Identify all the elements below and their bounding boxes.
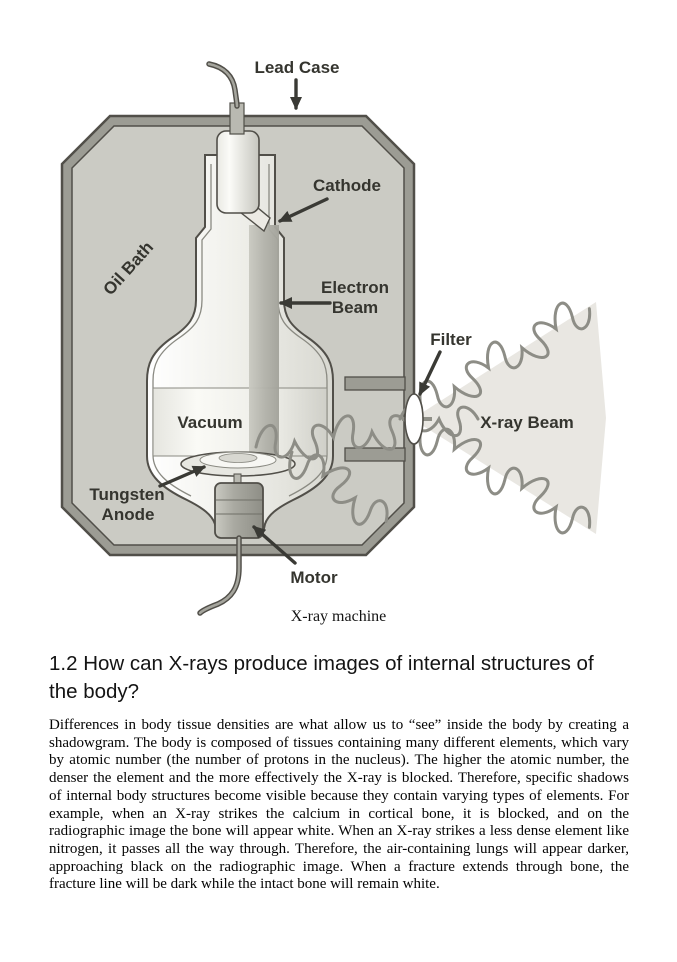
xray-machine-figure: Lead Case Cathode Oil Bath Electron Beam…	[60, 58, 606, 625]
wave-inside-upper	[254, 414, 413, 461]
electron-beam-label-line1: Electron	[321, 278, 389, 297]
callout-arrows	[158, 78, 442, 565]
filter-label: Filter	[430, 330, 472, 349]
tungsten-anode-label-line1: Tungsten	[89, 485, 164, 504]
motor-label: Motor	[290, 568, 338, 587]
section-heading: 1.2 How can X-rays produce images of int…	[49, 652, 594, 703]
cathode-shape	[216, 130, 260, 214]
beam-port-bar-top	[344, 376, 406, 391]
xray-beam-label: X-ray Beam	[480, 413, 574, 432]
xray-wave-lines	[254, 301, 592, 535]
wave-inside-lower	[288, 450, 389, 526]
beam-port-bar-bottom	[344, 447, 406, 462]
motor-arrow	[252, 525, 297, 565]
tube-inner-wall-left	[152, 164, 212, 497]
body-paragraph: Differences in body tissue densities are…	[49, 717, 629, 893]
cathode-label: Cathode	[313, 176, 381, 195]
vacuum-label: Vacuum	[177, 413, 242, 432]
cathode-wire	[207, 62, 239, 108]
xray-machine-diagram: Lead Case Cathode Oil Bath Electron Beam…	[60, 58, 606, 616]
filter-arrow	[418, 350, 442, 396]
cathode-arrow	[278, 197, 329, 223]
lead-case-label: Lead Case	[254, 58, 339, 77]
tube-inner-wall-right	[268, 164, 328, 497]
wave-outer-lower	[418, 427, 592, 535]
xray-beam-cone	[420, 302, 606, 534]
electron-beam-label-line2: Beam	[332, 298, 378, 317]
tungsten-anode-label-line2: Anode	[102, 505, 155, 524]
motor-wire	[198, 536, 241, 615]
tungsten-anode-arrow	[158, 465, 206, 488]
figure-caption: X-ray machine	[290, 608, 387, 625]
wave-outer-upper	[418, 301, 592, 409]
filter-shape	[404, 393, 424, 445]
electron-beam-column	[249, 225, 279, 455]
anode-center	[218, 453, 258, 463]
